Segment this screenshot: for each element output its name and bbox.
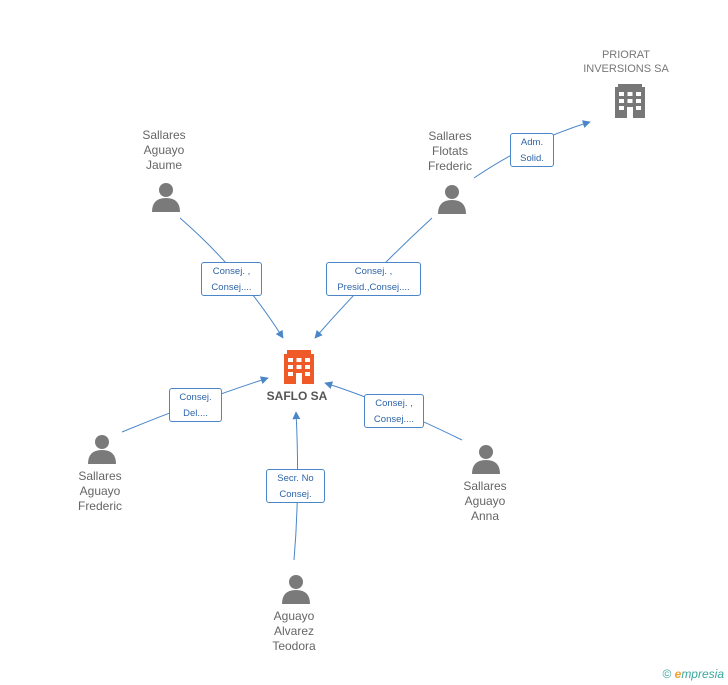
company-name-line: PRIORAT xyxy=(601,49,651,61)
person-name-line: Aguayo xyxy=(464,494,506,508)
brand-logo-e: e xyxy=(674,667,682,681)
person-name-line: Anna xyxy=(470,509,500,523)
main-company-name[interactable]: SAFLO SA xyxy=(266,389,328,403)
edge-label-line: Consej. xyxy=(279,489,312,500)
person-icon[interactable] xyxy=(438,185,466,214)
edge-label-jaume-saflo[interactable]: Consej. , Consej.... xyxy=(201,262,262,296)
person-name-line: Aguayo xyxy=(143,143,185,157)
person-name-line: Frederic xyxy=(427,159,472,173)
person-name-line: Teodora xyxy=(272,639,316,653)
person-name-frederic-flotats[interactable]: Sallares Flotats Frederic xyxy=(390,129,510,174)
person-name-anna[interactable]: Sallares Aguayo Anna xyxy=(425,479,545,524)
person-icon[interactable] xyxy=(472,445,500,474)
person-name-line: Sallares xyxy=(463,479,507,493)
edge-label-flotats-priorat[interactable]: Adm. Solid. xyxy=(510,133,554,167)
edge-label-teodora-saflo[interactable]: Secr. No Consej. xyxy=(266,469,325,503)
company-building-icon[interactable] xyxy=(615,84,645,118)
edge-label-line: Consej.... xyxy=(373,414,415,425)
person-name-line: Flotats xyxy=(431,144,468,158)
edge-label-anna-saflo[interactable]: Consej. , Consej.... xyxy=(364,394,424,428)
copyright-icon: © xyxy=(662,667,672,681)
person-name-line: Frederic xyxy=(77,499,122,513)
person-name-frederic-aguayo[interactable]: Sallares Aguayo Frederic xyxy=(40,469,160,514)
person-icon[interactable] xyxy=(282,575,310,604)
person-name-line: Sallares xyxy=(428,129,472,143)
edge-label-line: Consej. , xyxy=(375,398,413,409)
person-name-teodora[interactable]: Aguayo Alvarez Teodora xyxy=(234,609,354,654)
edge-label-fredaguayo-saflo[interactable]: Consej. Del.... xyxy=(169,388,222,422)
edge-label-line: Consej. , xyxy=(354,266,393,277)
edge-label-line: Presid.,Consej.... xyxy=(337,282,410,293)
person-icon[interactable] xyxy=(88,435,116,464)
edge-label-line: Solid. xyxy=(520,153,544,164)
person-name-line: Alvarez xyxy=(273,624,314,638)
edge-label-line: Consej. xyxy=(179,392,212,403)
edge-label-line: Consej.... xyxy=(211,282,252,293)
person-name-line: Jaume xyxy=(145,158,183,172)
edge-label-line: Adm. xyxy=(520,137,544,148)
main-company-building-icon[interactable] xyxy=(284,350,314,384)
person-name-jaume[interactable]: Sallares Aguayo Jaume xyxy=(104,128,224,173)
edge-label-line: Del.... xyxy=(183,408,208,419)
person-name-line: Sallares xyxy=(78,469,122,483)
brand-logo-text: mpresia xyxy=(681,667,724,681)
brand-footer: © empresia xyxy=(662,667,724,681)
person-name-line: Sallares xyxy=(142,128,186,142)
company-name-line: INVERSIONS SA xyxy=(583,63,669,75)
edge-label-flotats-saflo[interactable]: Consej. , Presid.,Consej.... xyxy=(326,262,421,296)
person-icon[interactable] xyxy=(152,183,180,212)
company-name-priorat[interactable]: PRIORAT INVERSIONS SA xyxy=(556,48,696,76)
edge-label-line: Secr. No xyxy=(277,473,314,484)
person-name-line: Aguayo xyxy=(79,484,121,498)
person-name-line: Aguayo xyxy=(273,609,315,623)
edge-label-line: Consej. , xyxy=(212,266,251,277)
